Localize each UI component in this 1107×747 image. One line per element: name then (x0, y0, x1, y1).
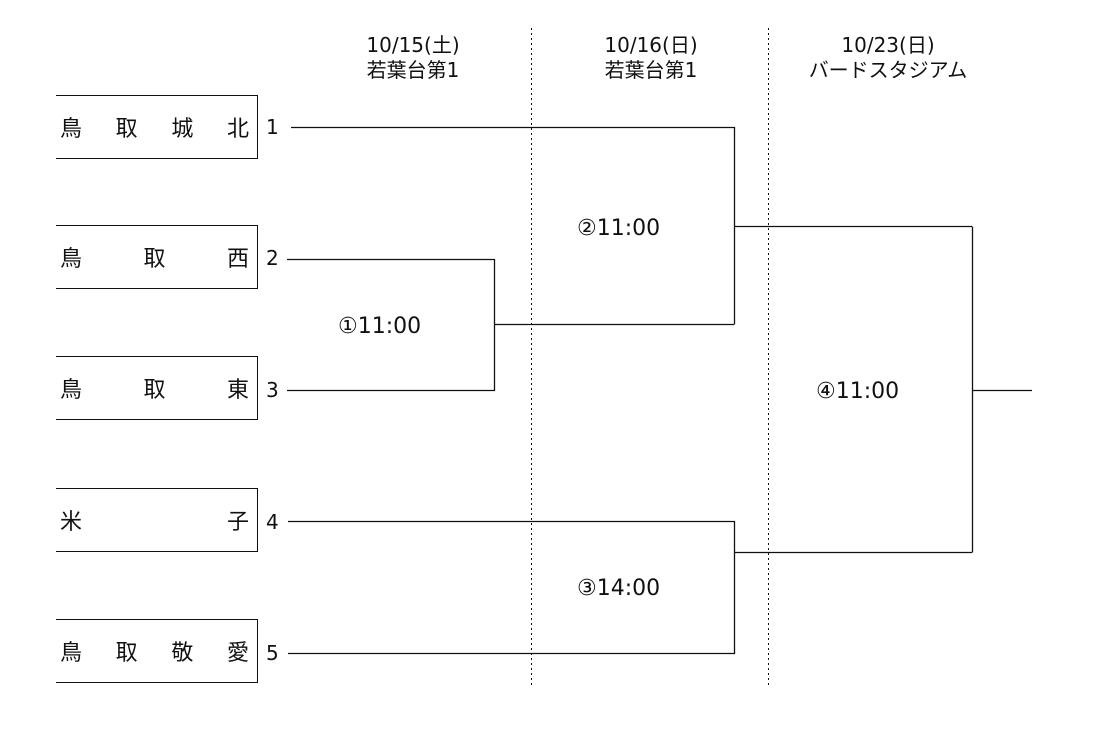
round-header-2: 10/16(日) 若葉台第1 (531, 33, 771, 83)
team-box-3: 鳥 取 東 (56, 356, 258, 420)
team-char: 北 (226, 117, 249, 142)
seed-number: 1 (266, 115, 279, 139)
team-char: 敬 (171, 641, 194, 666)
team-box-5: 鳥 取 敬 愛 (56, 619, 258, 683)
round-header-3: 10/23(日) バードスタジアム (768, 33, 1008, 83)
team-char: 愛 (226, 641, 249, 666)
team-box-1: 鳥 取 城 北 (56, 95, 258, 159)
team-char: 取 (115, 641, 138, 666)
bracket-connector (288, 520, 736, 655)
round-date: 10/15(土) (366, 33, 460, 57)
team-char: 子 (226, 510, 249, 535)
seed-number: 3 (266, 378, 279, 402)
round-header-1: 10/15(土) 若葉台第1 (293, 33, 533, 83)
seed-number: 5 (266, 641, 279, 665)
seed-number: 2 (266, 246, 279, 270)
team-char: 東 (226, 378, 249, 403)
round-venue: 若葉台第1 (604, 58, 698, 82)
seed-number: 4 (266, 510, 279, 534)
team-char: 取 (143, 247, 166, 272)
team-char: 鳥 (60, 378, 83, 403)
team-char: 取 (115, 117, 138, 142)
team-char: 城 (171, 117, 194, 142)
team-char: 取 (143, 378, 166, 403)
round-date: 10/23(日) (841, 33, 935, 57)
round-venue: バードスタジアム (808, 58, 968, 82)
team-box-4: 米 子 (56, 488, 258, 552)
team-char: 鳥 (60, 117, 83, 142)
team-char: 西 (226, 247, 249, 272)
team-char: 米 (60, 510, 83, 535)
round-date: 10/16(日) (604, 33, 698, 57)
match-label-1: ①11:00 (338, 314, 422, 339)
round-venue: 若葉台第1 (366, 58, 460, 82)
team-char: 鳥 (60, 641, 83, 666)
team-char: 鳥 (60, 247, 83, 272)
match-label-3: ③14:00 (577, 576, 661, 601)
team-box-2: 鳥 取 西 (56, 225, 258, 289)
bracket-connector (291, 126, 736, 325)
match-label-4: ④11:00 (816, 379, 900, 404)
match-label-2: ②11:00 (577, 216, 661, 241)
